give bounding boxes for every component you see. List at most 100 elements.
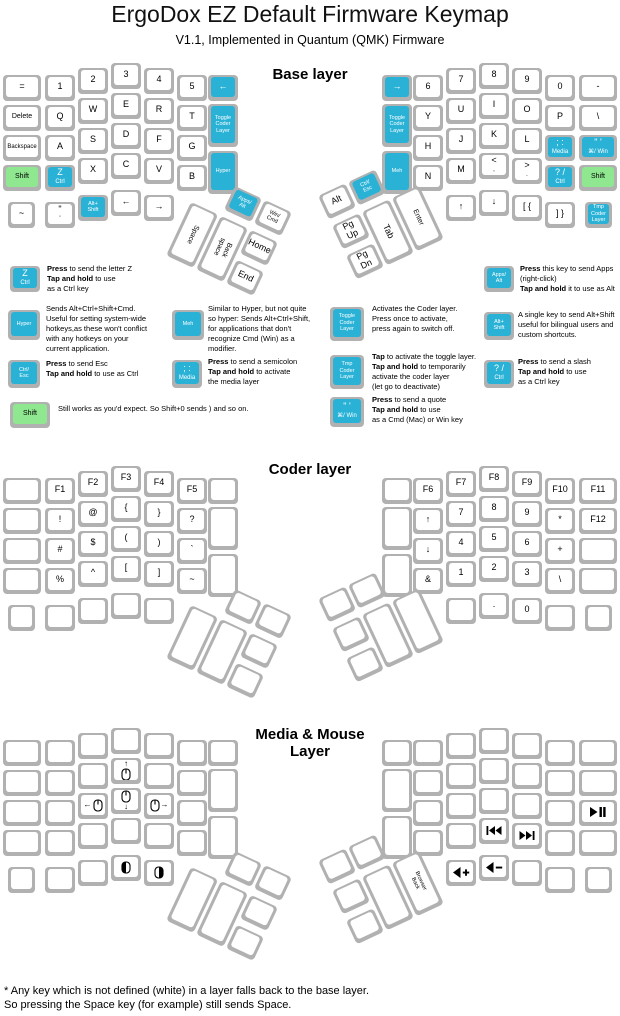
keycap: ↓ — [482, 192, 506, 212]
keycap — [211, 742, 235, 762]
keycap — [588, 869, 609, 889]
keycap — [230, 665, 261, 695]
key-label: = — [19, 81, 25, 92]
key-label: 5 — [491, 532, 497, 543]
key-blank — [479, 788, 509, 814]
key-label: Toggle Coder Layer — [338, 313, 356, 333]
legend-text: Press to send the letter Z Tap and hold … — [47, 264, 133, 293]
keycap: 2 — [482, 558, 506, 578]
keycap — [449, 765, 473, 785]
key-2: 2 — [479, 556, 509, 582]
key-1: 1 — [45, 75, 75, 101]
keycap: Win/ Cmd — [258, 202, 289, 232]
key-label: N — [424, 171, 432, 182]
key-label: 4 — [458, 537, 464, 548]
keycap: F6 — [416, 480, 440, 500]
key-label: 9 — [524, 507, 530, 518]
keycap: % — [48, 570, 72, 590]
keycap: 2 — [81, 70, 105, 90]
key-symbol: ; :Media — [545, 135, 575, 161]
key-label: F — [156, 134, 162, 145]
keycap — [180, 742, 204, 762]
key-s: S — [78, 128, 108, 154]
footer-line-2: So pressing the Space key (for example) … — [4, 998, 292, 1011]
keycap: ] — [147, 563, 171, 583]
key-f6: F6 — [413, 478, 443, 504]
keycap: <, — [482, 155, 506, 175]
key-e: E — [111, 93, 141, 119]
key-symbol: ↓ — [479, 190, 509, 216]
key-mouse-btn-left — [111, 855, 141, 881]
key-label: 8 — [491, 502, 497, 513]
key-blank — [239, 894, 279, 932]
keycap: Delete — [6, 107, 38, 127]
keycap — [6, 510, 38, 530]
keycap: Shift — [6, 167, 38, 187]
key-f10: F10 — [545, 478, 575, 504]
keycap: ` — [180, 540, 204, 560]
legend-text: Tap to activate the toggle layer. Tap an… — [372, 352, 477, 391]
keycap: Shift — [582, 167, 614, 187]
key-hyper: Hyper — [208, 151, 238, 194]
key-j: J — [446, 128, 476, 154]
key-blank — [585, 605, 612, 631]
key-symbol: } — [144, 501, 174, 527]
key-f4: F4 — [144, 471, 174, 497]
keycap — [321, 851, 352, 880]
key-f: F — [144, 128, 174, 154]
keycap: 5 — [180, 77, 204, 97]
keycap: C — [114, 155, 138, 175]
key-blank — [78, 763, 108, 789]
key-label: F6 — [422, 484, 434, 495]
keycap: F — [147, 130, 171, 150]
mouse-btn-right-icon — [154, 865, 164, 879]
keycap: Y — [416, 107, 440, 127]
key-sublabel: Ctrl — [20, 280, 30, 287]
keycap — [416, 832, 440, 852]
key-f2: F2 — [78, 471, 108, 497]
key-label: Apps/ Alt — [491, 271, 507, 284]
keycap: H — [416, 137, 440, 157]
key-label: - — [596, 81, 600, 92]
keycap: M — [449, 160, 473, 180]
key-label: 7 — [458, 74, 464, 85]
keycap: F4 — [147, 473, 171, 493]
key-f3: F3 — [111, 466, 141, 492]
keycap — [48, 772, 72, 792]
key-label: Z — [57, 167, 63, 178]
keycap: Hyper — [211, 153, 235, 190]
legend-text: Activates the Coder layer. Press once to… — [372, 304, 458, 333]
keycap: A — [48, 137, 72, 157]
keycap: ? — [180, 510, 204, 530]
key-label: Shift — [590, 173, 605, 181]
key-label: " ' — [594, 137, 602, 148]
legend-text: Press to send a slash Tap and hold to us… — [518, 357, 591, 386]
key-6: 6 — [512, 531, 542, 557]
keycap — [48, 802, 72, 822]
key-label: Meh — [391, 168, 403, 175]
legend-text: Press to send Esc Tap and hold to use as… — [46, 359, 139, 378]
key-mouse-btn-right — [144, 860, 174, 886]
key-blank — [446, 733, 476, 759]
keycap — [515, 765, 539, 785]
keycap: ← — [211, 77, 235, 97]
key-sublabel: , — [493, 167, 495, 174]
key-label: } — [157, 507, 161, 518]
key-symbol: { — [111, 496, 141, 522]
key-win-cmd: Win/ Cmd — [253, 199, 293, 237]
keycap: Pg Up — [335, 216, 366, 245]
keycap: Pg Dn — [349, 246, 380, 275]
keycap: ↑ — [114, 760, 138, 780]
key-blank — [382, 478, 412, 504]
key-label: Shift — [22, 410, 37, 418]
key-symbol: - — [579, 75, 617, 101]
key-label: ? / — [554, 167, 565, 178]
key-label: X — [89, 164, 96, 175]
key-blank — [413, 830, 443, 856]
key-blank — [239, 632, 279, 670]
keycap: ^ — [81, 563, 105, 583]
key-blank — [8, 605, 35, 631]
